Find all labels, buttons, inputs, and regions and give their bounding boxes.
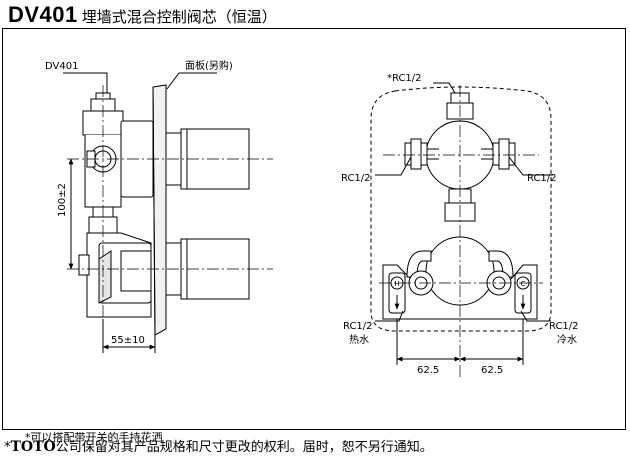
panel-label: 面板(另购) [185,59,233,72]
vertical-dimension: 100±2 [57,183,68,217]
left-spacing-dimension: 62.5 [417,365,439,376]
hot-water-label: 热水 [349,333,369,346]
front-view [370,82,553,379]
disclaimer-text: 公司保留对其产品规格和尺寸更改的权利。届时，恕不另行通知。 [55,440,433,455]
side-view [63,72,273,353]
left-port-label: RC1/2 [341,173,371,184]
top-inlet-label: *RC1/2 [387,73,422,84]
footnote: *可以搭配带开关的手持花洒 [25,431,163,444]
cold-thread-label: RC1/2 [549,321,579,332]
disclaimer-star: * [4,440,11,455]
product-title: 埋墙式混合控制阀芯（恒温） [81,8,277,26]
technical-drawing: DV401 面板(另购) 100±2 55±10 [45,59,579,379]
disclaimer: *TOTO公司保留对其产品规格和尺寸更改的权利。届时，恕不另行通知。 [4,436,433,455]
drawing-frame: DV401 面板(另购) 100±2 55±10 [2,28,626,444]
hot-marker-letter: H [394,280,399,288]
brand-name: TOTO [10,439,56,455]
right-port-label: RC1/2 [527,173,557,184]
side-model-label: DV401 [45,61,78,72]
cold-marker-letter: C [521,280,526,288]
model-number: DV401 [8,2,78,27]
horizontal-dimension: 55±10 [111,335,145,346]
panel-outline [370,86,552,332]
right-spacing-dimension: 62.5 [481,365,503,376]
cold-water-label: 冷水 [557,333,577,346]
hot-thread-label: RC1/2 [343,321,373,332]
